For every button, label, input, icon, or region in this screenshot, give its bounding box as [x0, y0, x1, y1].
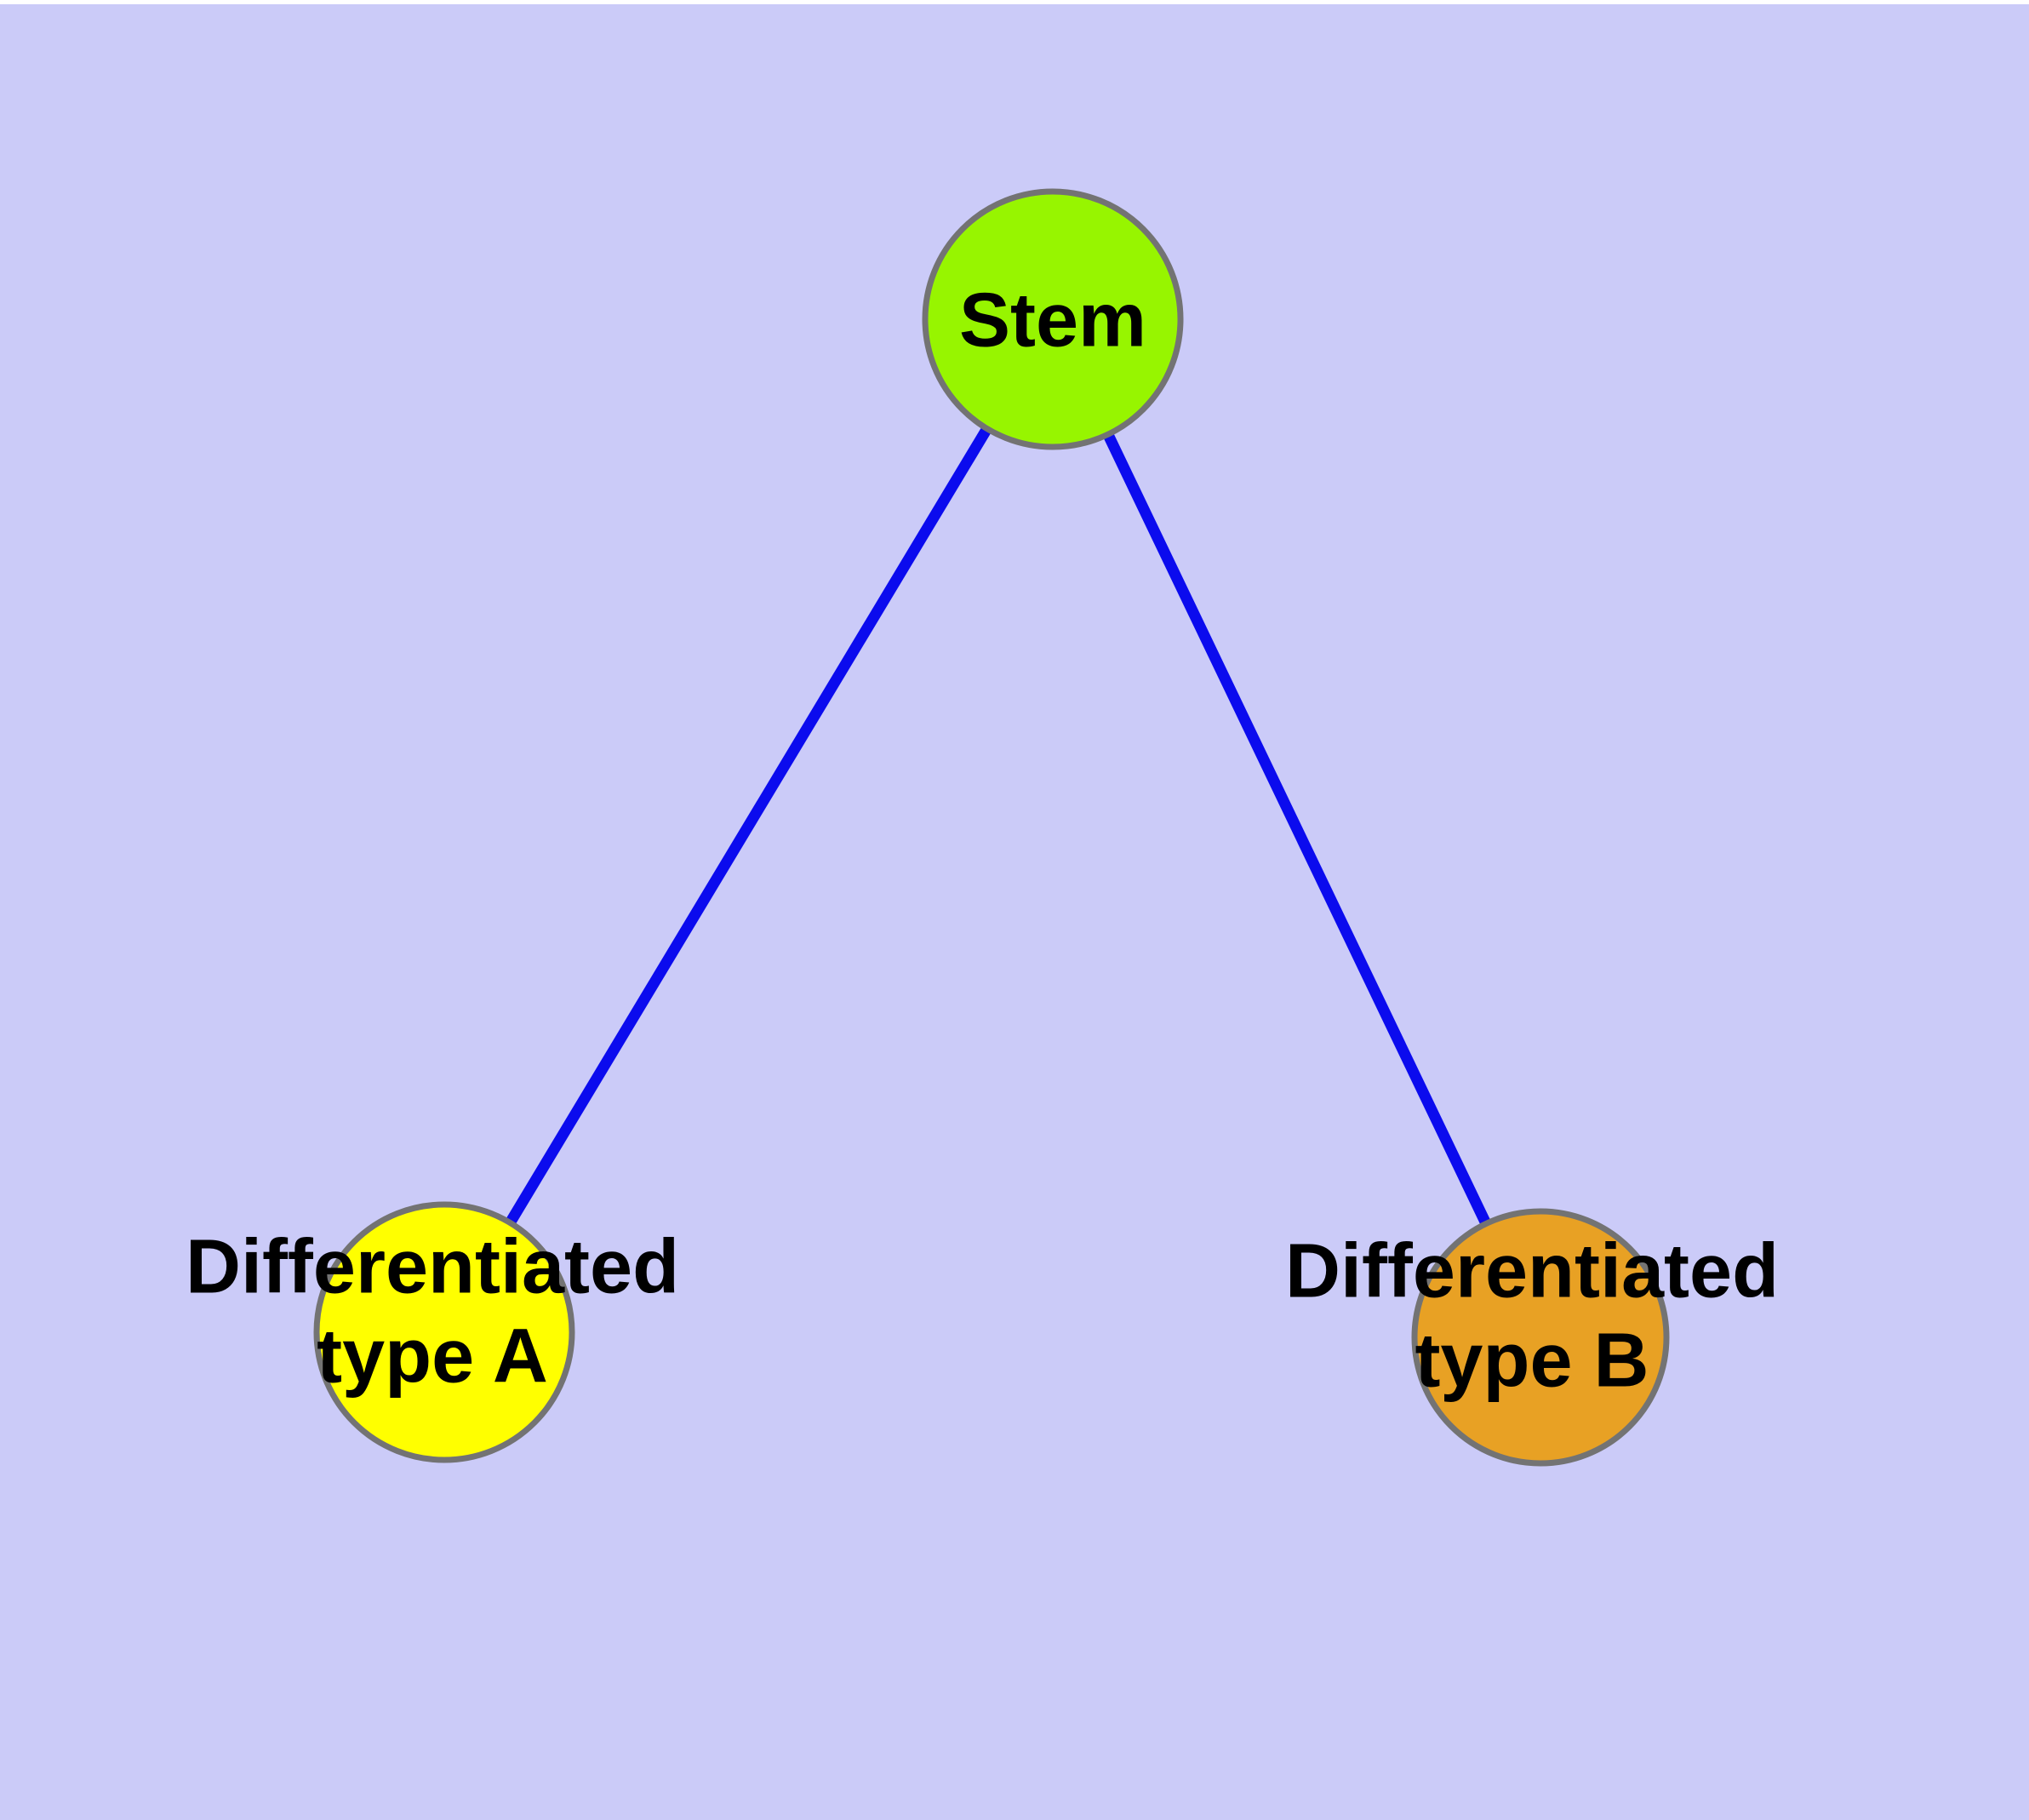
node-type-b-label: Differentiated type B — [1284, 1228, 1780, 1404]
node-stem-circle — [922, 188, 1184, 450]
diagram-graphic — [313, 188, 1670, 1467]
node-type-b-circle — [1411, 1208, 1670, 1467]
node-type-a-circle — [313, 1201, 575, 1463]
edge-stem-to-type-a — [439, 316, 1058, 1336]
node-type-a-label: Differentiated type A — [185, 1224, 680, 1399]
edge-stem-to-type-b — [1048, 317, 1546, 1340]
node-stem-label: Stem — [958, 278, 1147, 363]
diagram-canvas: Stem Differentiated type A Differentiate… — [0, 4, 2029, 1820]
